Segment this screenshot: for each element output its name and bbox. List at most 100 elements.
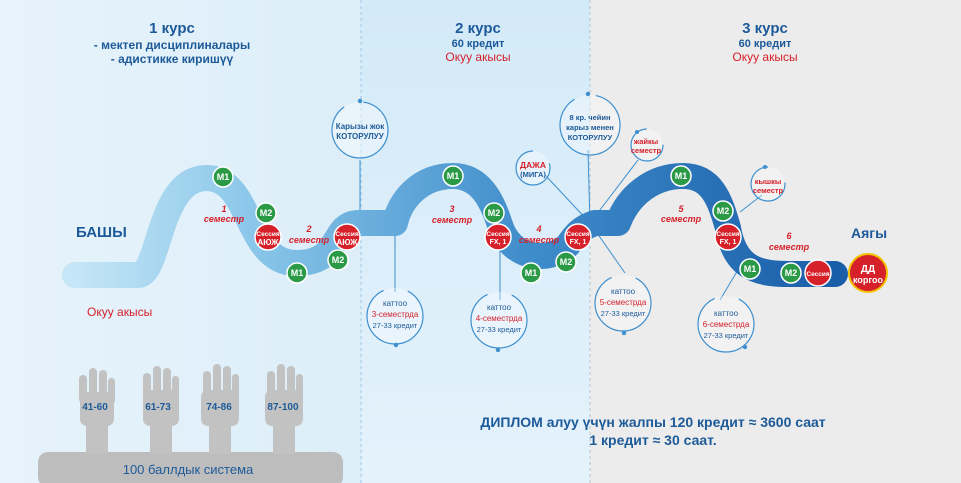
module-m1-sem1: М1	[212, 166, 234, 188]
svg-text:ДАЖА: ДАЖА	[520, 160, 546, 170]
svg-text:1: 1	[221, 204, 226, 214]
course1-line2: - мектеп дисциплиналары	[94, 38, 251, 52]
svg-text:5-семестрда: 5-семестрда	[600, 298, 647, 307]
svg-text:АЮЖ: АЮЖ	[257, 238, 279, 247]
svg-text:семестр: семестр	[753, 186, 784, 195]
callout-katto-3: каттоо 3-семестрда 27-33 кредит	[366, 287, 424, 348]
semester-6: 6 семестр	[769, 231, 810, 252]
course2-title: 2 курс	[455, 20, 501, 37]
svg-text:61-73: 61-73	[145, 402, 171, 413]
svg-text:6: 6	[786, 231, 792, 241]
svg-text:41-60: 41-60	[82, 402, 108, 413]
course1-title: 1 курс	[149, 20, 195, 37]
svg-text:М1: М1	[217, 172, 230, 182]
svg-text:кышкы: кышкы	[755, 177, 782, 186]
svg-text:Карызы жок: Карызы жок	[336, 122, 386, 131]
svg-text:27-33 кредит: 27-33 кредит	[373, 321, 418, 330]
end-label: Аягы	[851, 225, 887, 241]
svg-text:4: 4	[535, 224, 541, 234]
course3-title: 3 курс	[742, 20, 788, 37]
callout-summer-semester: жайкы семестр	[630, 128, 664, 162]
svg-text:3-семестрда: 3-семестрда	[372, 310, 419, 319]
module-markers: М1 М2 М1 М2 М1 М2 М1 М2 М1 М2 М1 М2	[212, 165, 802, 284]
svg-text:8 кр. чейин: 8 кр. чейин	[569, 113, 610, 122]
svg-text:КОТОРУЛУУ: КОТОРУЛУУ	[568, 133, 613, 142]
module-m1-sem2: М1	[286, 262, 308, 284]
grade-system-bar	[38, 452, 343, 483]
svg-text:FX, 1: FX, 1	[490, 239, 507, 246]
svg-text:жайкы: жайкы	[633, 137, 658, 146]
svg-text:27-33 кредит: 27-33 кредит	[704, 331, 749, 340]
module-m2-sem3: М2	[483, 202, 505, 224]
semester-5: 5 семестр	[661, 204, 702, 224]
svg-text:семестр: семестр	[204, 214, 245, 224]
tuition-label: Окуу акысы	[87, 305, 152, 319]
callout-repeat-no-debt: Карызы жок КОТОРУЛУУ	[331, 98, 389, 159]
svg-text:Сессия: Сессия	[335, 231, 358, 238]
hand-2: 61-73	[143, 366, 179, 454]
svg-text:Сессия: Сессия	[716, 231, 739, 238]
svg-text:семестр: семестр	[631, 146, 662, 155]
callout-daja: ДАЖА (МИГА)	[515, 150, 551, 186]
svg-text:27-33 кредит: 27-33 кредит	[601, 309, 646, 318]
svg-text:6-семестрда: 6-семестрда	[703, 320, 750, 329]
svg-text:М1: М1	[675, 171, 688, 181]
course2-tuition: Окуу акысы	[445, 50, 510, 64]
summary-line-1: ДИПЛОМ алуу үчүн жалпы 120 кредит ≈ 3600…	[480, 414, 825, 430]
svg-text:М1: М1	[525, 268, 538, 278]
callout-katto-6: каттоо 6-семестрда 27-33 кредит	[697, 295, 755, 353]
module-m1-sem4: М1	[520, 262, 542, 284]
svg-text:74-86: 74-86	[206, 402, 232, 413]
svg-text:Сессия: Сессия	[806, 271, 829, 278]
svg-text:АЮЖ: АЮЖ	[336, 238, 358, 247]
module-m1-sem3: М1	[442, 165, 464, 187]
svg-text:коргоо: коргоо	[853, 275, 884, 285]
svg-text:М2: М2	[560, 257, 573, 267]
svg-text:М2: М2	[488, 208, 501, 218]
callout-winter-semester: кышкы семестр	[750, 165, 786, 202]
module-m2-sem1: М2	[255, 202, 277, 224]
semester-2: 2 семестр	[289, 224, 330, 245]
module-m2-sem4: М2	[555, 251, 577, 273]
start-label: БАШЫ	[76, 224, 127, 241]
svg-text:М2: М2	[717, 206, 730, 216]
svg-text:М2: М2	[260, 208, 273, 218]
svg-text:2: 2	[305, 224, 311, 234]
svg-text:М1: М1	[744, 264, 757, 274]
svg-text:семестр: семестр	[661, 214, 702, 224]
svg-text:М1: М1	[291, 268, 304, 278]
svg-text:карыз менен: карыз менен	[566, 123, 614, 132]
svg-text:М2: М2	[785, 268, 798, 278]
svg-text:87-100: 87-100	[267, 402, 299, 413]
callout-katto-4: каттоо 4-семестрда 27-33 кредит	[470, 291, 528, 353]
svg-text:27-33 кредит: 27-33 кредит	[477, 325, 522, 334]
study-path	[62, 163, 848, 288]
semester-1: 1 семестр	[204, 204, 245, 224]
svg-text:Сессия: Сессия	[566, 231, 589, 238]
module-m2-sem6: М2	[780, 262, 802, 284]
course3-tuition: Окуу акысы	[732, 50, 797, 64]
svg-text:семестр: семестр	[769, 242, 810, 252]
svg-text:КОТОРУЛУУ: КОТОРУЛУУ	[336, 132, 385, 141]
svg-text:FX, 1: FX, 1	[570, 239, 587, 246]
svg-text:(МИГА): (МИГА)	[520, 170, 546, 179]
svg-text:М2: М2	[332, 255, 345, 265]
module-m2-sem5: М2	[712, 200, 734, 222]
semester-4: 4 семестр	[519, 224, 560, 245]
hand-1: 41-60	[79, 368, 115, 454]
svg-text:Сессия: Сессия	[486, 231, 509, 238]
svg-text:4-семестрда: 4-семестрда	[476, 314, 523, 323]
svg-text:каттоо: каттоо	[383, 299, 408, 308]
session-sem6: Сессия	[804, 259, 832, 287]
hand-4: 87-100	[265, 364, 303, 454]
svg-text:3: 3	[449, 204, 454, 214]
course2-credits: 60 кредит	[452, 38, 505, 50]
hand-3: 74-86	[201, 364, 239, 454]
svg-text:ДД: ДД	[861, 264, 875, 275]
